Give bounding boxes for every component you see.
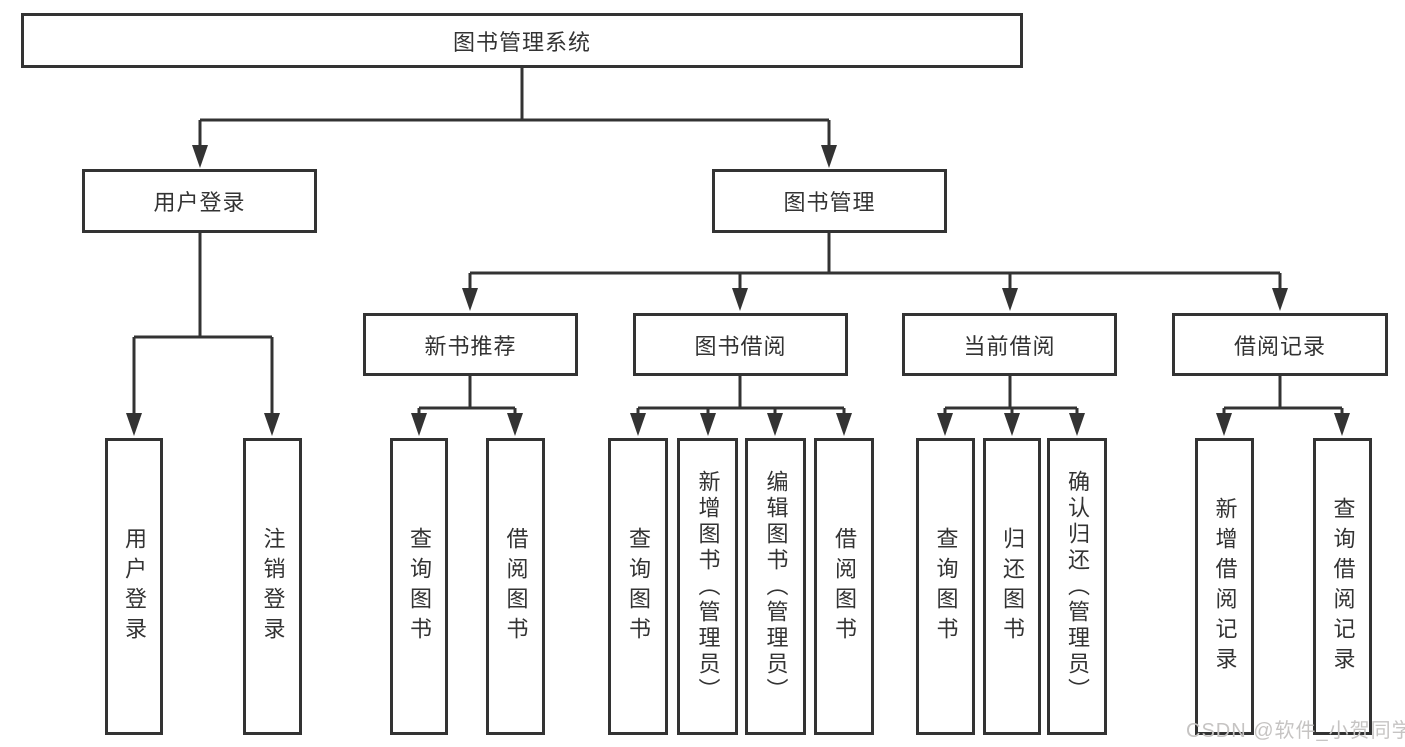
arrow-to-leaf-query-record: [1334, 413, 1350, 436]
arrow-to-leaf-query-books-3: [937, 413, 953, 436]
node-book-borrow: 图书借阅: [633, 313, 848, 376]
csdn-watermark: CSDN @软件_小贺同学: [1186, 720, 1405, 742]
leaf-borrow-books: 借阅图书: [814, 438, 874, 735]
arrow-to-leaf-user-login: [126, 413, 142, 436]
arrow-to-leaf-edit-book: [767, 413, 783, 436]
connector-root-to-level2: [198, 68, 831, 146]
arrow-to-leaf-return-books: [1004, 413, 1020, 436]
node-borrow-records: 借阅记录: [1172, 313, 1388, 376]
arrow-to-leaf-add-book: [700, 413, 716, 436]
arrowheads: [126, 145, 1350, 436]
node-user-login: 用户登录: [82, 169, 317, 233]
leaf-query-books-borrow: 查询图书: [608, 438, 668, 735]
arrow-to-current-borrow: [1002, 288, 1018, 311]
leaf-logout: 注销登录: [243, 438, 302, 735]
leaf-add-book-admin: 新增图书（管理员）: [677, 438, 738, 735]
node-current-borrow: 当前借阅: [902, 313, 1117, 376]
leaf-query-borrow-record: 查询借阅记录: [1313, 438, 1372, 735]
connector-borrow-to-leaves: [636, 376, 846, 415]
leaf-edit-book-admin: 编辑图书（管理员）: [745, 438, 806, 735]
connector-userlogin-to-leaves: [132, 233, 274, 415]
arrow-to-book-management: [821, 145, 837, 168]
leaf-query-books-recommend: 查询图书: [390, 438, 448, 735]
leaf-borrow-books-recommend: 借阅图书: [486, 438, 545, 735]
connector-records-to-leaves: [1222, 376, 1344, 415]
leaf-add-borrow-record: 新增借阅记录: [1195, 438, 1254, 735]
node-new-book-recommend: 新书推荐: [363, 313, 578, 376]
arrow-to-leaf-logout: [264, 413, 280, 436]
node-book-management: 图书管理: [712, 169, 947, 233]
arrow-to-new-book-recommend: [462, 288, 478, 311]
arrow-to-leaf-borrow-books-1: [507, 413, 523, 436]
arrow-to-leaf-confirm-return: [1069, 413, 1085, 436]
connector-bookmgmt-to-level3: [468, 233, 1282, 290]
arrow-to-leaf-add-record: [1216, 413, 1232, 436]
arrow-to-user-login: [192, 145, 208, 168]
leaf-query-books-current: 查询图书: [916, 438, 975, 735]
connector-current-to-leaves: [943, 376, 1079, 415]
arrow-to-leaf-query-books-1: [411, 413, 427, 436]
leaf-return-books: 归还图书: [983, 438, 1041, 735]
arrow-to-leaf-borrow-books-2: [836, 413, 852, 436]
leaf-user-login: 用户登录: [105, 438, 163, 735]
leaf-confirm-return-admin: 确认归还（管理员）: [1047, 438, 1107, 735]
arrow-to-book-borrow: [732, 288, 748, 311]
node-root-system: 图书管理系统: [21, 13, 1023, 68]
arrow-to-leaf-query-books-2: [630, 413, 646, 436]
connector-recommend-to-leaves: [417, 376, 517, 415]
arrow-to-borrow-records: [1272, 288, 1288, 311]
